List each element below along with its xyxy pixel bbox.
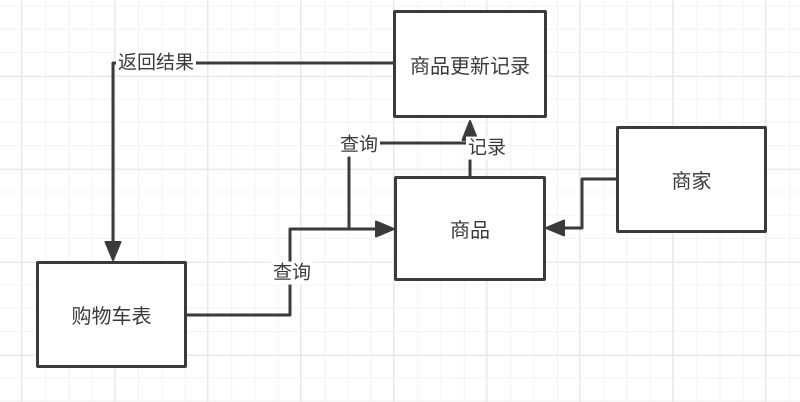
node-label: 商品更新记录 [410, 53, 530, 78]
arrowhead-right-icon [375, 220, 395, 238]
node-product-update-record[interactable]: 商品更新记录 [393, 10, 547, 118]
node-label: 商家 [671, 169, 712, 193]
node-merchant[interactable]: 商家 [616, 126, 767, 233]
edge-return-result[interactable] [104, 61, 395, 261]
edge-merchant-to-product[interactable] [545, 177, 616, 237]
arrowhead-left-icon [545, 219, 565, 237]
edge-label-query-lower[interactable]: 查询 [270, 261, 314, 285]
edge-label-record[interactable]: 记录 [465, 136, 509, 160]
edge-label-return-result[interactable]: 返回结果 [115, 51, 197, 75]
node-label: 购物车表 [71, 304, 152, 328]
node-label: 商品 [450, 218, 490, 242]
arrowhead-down-icon [104, 241, 122, 261]
node-cart-table[interactable]: 购物车表 [36, 261, 187, 368]
node-product[interactable]: 商品 [394, 176, 546, 281]
edge-label-query-upper[interactable]: 查询 [337, 133, 381, 157]
